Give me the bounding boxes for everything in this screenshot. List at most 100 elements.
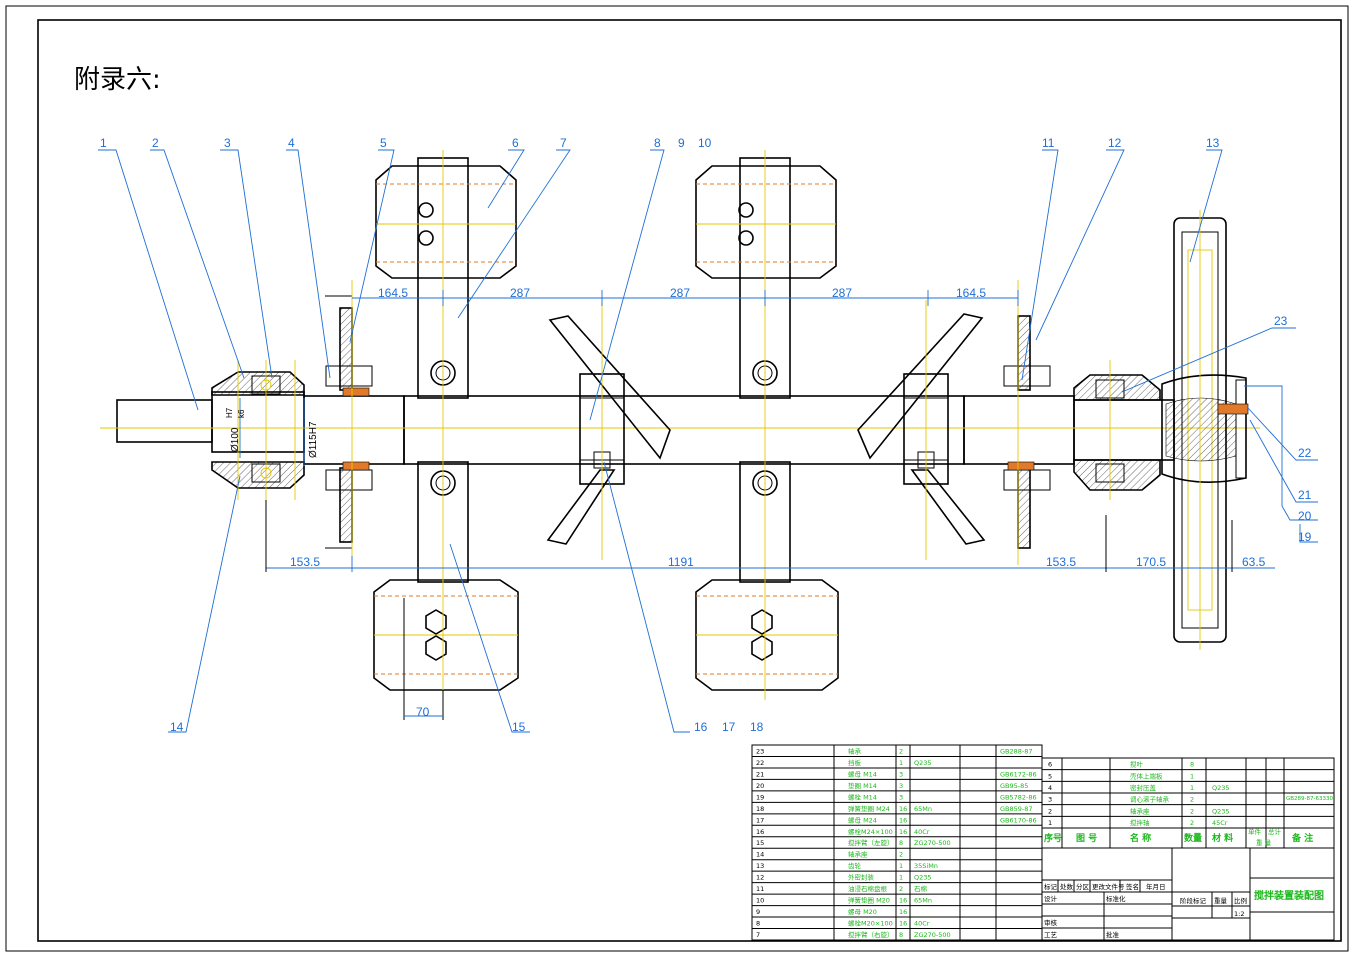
tb-c3: 分区	[1076, 882, 1090, 891]
bom-left-cell-no: 11	[756, 885, 764, 893]
bom-right-cell-qty: 1	[1190, 772, 1194, 780]
bom-left-cell-mat: Q235	[914, 874, 932, 882]
bom-left-cell-qty: 16	[899, 828, 907, 836]
bom-left-cell-std: GB95-85	[1000, 782, 1028, 790]
bom-left-cell-no: 21	[756, 770, 764, 778]
part-number-14: 14	[170, 720, 184, 734]
fit-dia-100-k6: k6	[237, 409, 246, 418]
bom-left-cell-mat: 40Cr	[914, 828, 930, 836]
bom-right-cell-mat: 45Cr	[1212, 819, 1228, 827]
bom-header-code: 图 号	[1076, 833, 1097, 844]
part-number-22: 22	[1298, 446, 1312, 460]
bom-left-cell-name: 搅拌臂（左旋）	[848, 838, 894, 847]
bom-left-cell-qty: 1	[899, 862, 903, 870]
tb-stage: 阶段标记	[1180, 896, 1207, 905]
bom-left-cell-no: 12	[756, 874, 764, 882]
fit-dia-115: Ø115H7	[308, 421, 319, 458]
mixer-blade-left	[546, 300, 671, 560]
bom-left-cell-qty: 16	[899, 897, 907, 905]
part-number-21: 21	[1298, 488, 1312, 502]
bom-left-cell-qty: 3	[899, 793, 903, 801]
outer-frame	[5, 5, 1349, 952]
bom-left-cell-name: 弹簧垫圈 M24	[848, 804, 890, 813]
bom-right-cell-qty: 2	[1190, 807, 1194, 815]
tb-weight: 重量	[1214, 897, 1228, 905]
mixer-blade-right	[857, 300, 986, 560]
part-number-12: 12	[1108, 136, 1122, 150]
dim-70: 70	[416, 705, 430, 719]
bom-right-cell-name: 密封压盖	[1130, 783, 1157, 792]
dim-287-c: 287	[832, 286, 852, 300]
left-bearing-housing	[211, 360, 305, 500]
drawing-name: 搅拌装置装配图	[1254, 889, 1324, 902]
part-number-2: 2	[152, 136, 159, 150]
bom-right-cell-name: 调心滚子轴承	[1130, 795, 1170, 804]
dim-170-5: 170.5	[1136, 555, 1166, 569]
bom-right-cell-no: 5	[1048, 772, 1052, 780]
right-bearing-housing	[1073, 360, 1161, 500]
bom-header-name: 名 称	[1130, 832, 1151, 844]
tb-scale: 1:2	[1234, 910, 1244, 918]
bom-right-cell-qty: 2	[1190, 796, 1194, 804]
bom-header-remark: 备 注	[1291, 832, 1313, 844]
bom-left-cell-std: GB5782-86	[1000, 793, 1037, 801]
bom-left-cell-no: 16	[756, 828, 764, 836]
bom-left-cell-mat: ZG270-500	[914, 931, 951, 939]
bom-right-cell-no: 4	[1048, 784, 1052, 792]
tb-c1: 标记	[1044, 882, 1058, 891]
bom-left-cell-no: 20	[756, 782, 764, 790]
bom-left-cell-name: 轴承座	[848, 850, 868, 859]
bom-left-cell-qty: 2	[899, 885, 903, 893]
dim-63-5: 63.5	[1242, 555, 1266, 569]
bom-left-cell-no: 9	[756, 908, 760, 916]
dim-164-5-right: 164.5	[956, 286, 986, 300]
bom-right-cell-name: 搅叶	[1130, 760, 1144, 769]
bom-left-cell-no: 22	[756, 759, 764, 767]
part-number-15: 15	[512, 720, 526, 734]
bom-header-mat: 材 料	[1211, 832, 1233, 844]
bom-right-cell-mat: Q235	[1212, 807, 1230, 815]
tb-design: 设计	[1044, 894, 1058, 903]
part-code: GB289-87-63330	[1286, 796, 1333, 802]
tb-c6: 年月日	[1146, 882, 1166, 891]
bom-left-cell-name: 油浸石棉盘根	[848, 884, 888, 893]
bom-header-w3: 重 量	[1256, 839, 1272, 847]
bom-left-cell-name: 外密封装	[848, 873, 875, 882]
part-number-10: 10	[698, 136, 712, 150]
bom-left-cell-qty: 16	[899, 920, 907, 928]
fit-dia-100: Ø100	[230, 427, 241, 452]
bom-right-cell-qty: 8	[1190, 761, 1194, 769]
part-number-19: 19	[1298, 530, 1312, 544]
bom-left-cell-no: 14	[756, 851, 764, 859]
leader-lines	[98, 149, 1318, 733]
part-number-4: 4	[288, 136, 295, 150]
mixer-arm-2	[695, 150, 839, 700]
drawing-heading: 附录六:	[74, 65, 161, 95]
part-number-6: 6	[512, 136, 519, 150]
part-number-13: 13	[1206, 136, 1220, 150]
bom-right-cell-no: 2	[1048, 807, 1052, 815]
bom-left-cell-mat: ZG270-500	[914, 839, 951, 847]
dim-164-5-left: 164.5	[378, 286, 408, 300]
bom-left-table	[751, 744, 1043, 941]
bom-header-w1: 单件	[1248, 827, 1262, 836]
part-number-7: 7	[560, 136, 567, 150]
bom-left-cell-std: GB6170-86	[1000, 816, 1037, 824]
part-number-8: 8	[654, 136, 661, 150]
tb-c4: 更改文件号	[1092, 882, 1125, 891]
bom-left-cell-mat: 65Mn	[914, 805, 932, 813]
bom-left-cell-name: 齿轮	[848, 861, 862, 870]
bom-left-cell-name: 搅拌臂（右旋）	[848, 930, 894, 939]
bom-header-w2: 总计	[1268, 827, 1282, 836]
bom-left-cell-name: 螺母 M24	[848, 815, 877, 824]
bom-left-cell-name: 挡板	[848, 758, 862, 767]
tb-std: 标准化	[1106, 894, 1126, 903]
bom-left-cell-no: 19	[756, 793, 764, 801]
left-seal-flange	[325, 280, 373, 560]
bom-right-cell-qty: 2	[1190, 819, 1194, 827]
bom-left-cell-mat: 40Cr	[914, 920, 930, 928]
dimension-lines	[239, 290, 1275, 720]
bom-header-no: 序号	[1044, 832, 1062, 844]
